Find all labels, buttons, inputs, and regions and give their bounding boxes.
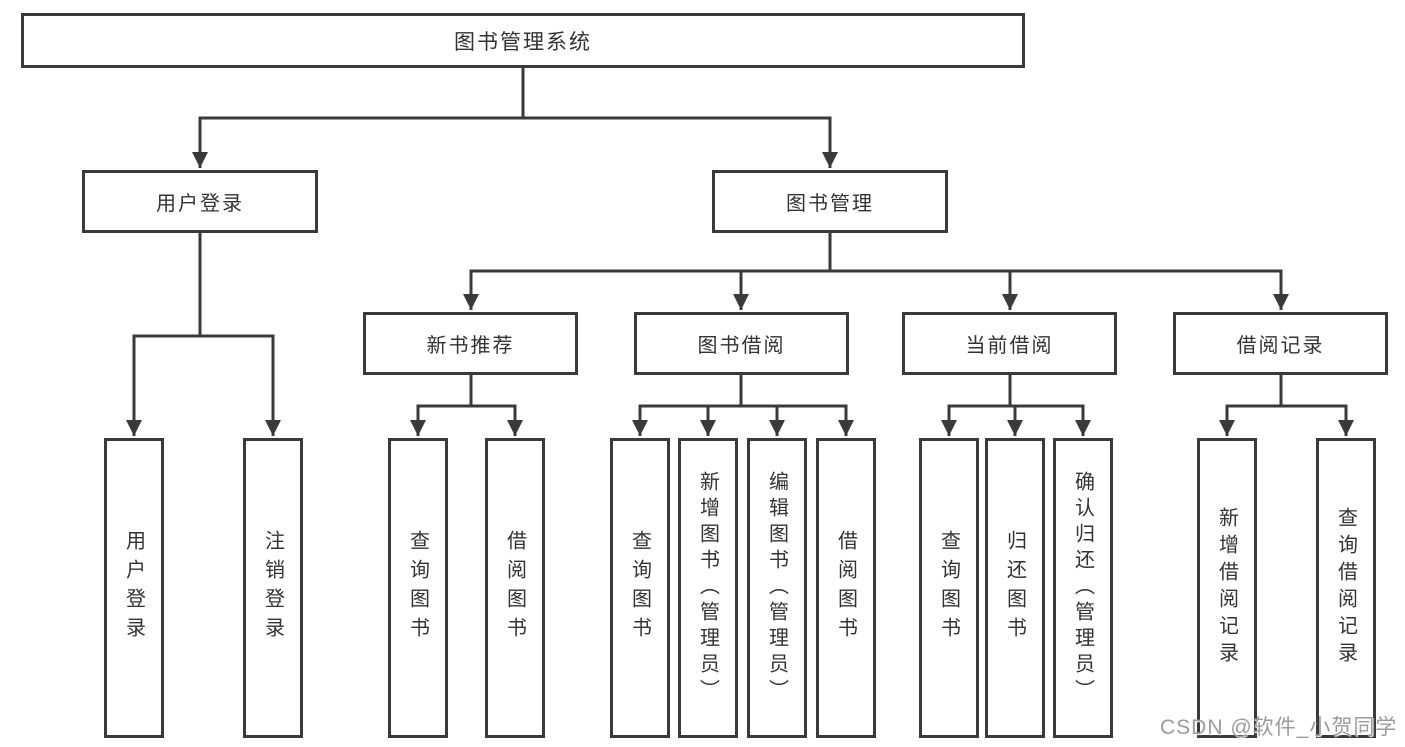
leaf-add-borrow-record: 新增借阅记录 [1197,438,1257,738]
leaf-query-borrow-record: 查询借阅记录 [1316,438,1376,738]
leaf-query-books-current: 查询图书 [919,438,979,738]
leaf-user-login: 用户登录 [104,438,164,738]
node-new-book-recommend: 新书推荐 [363,312,578,375]
node-book-borrow: 图书借阅 [634,312,849,375]
leaf-add-books-admin: 新增图书（管理员） [678,438,738,738]
leaf-edit-books-admin: 编辑图书（管理员） [747,438,807,738]
leaf-logout: 注销登录 [243,438,303,738]
node-current-borrow: 当前借阅 [902,312,1117,375]
leaf-query-books-recommend: 查询图书 [388,438,448,738]
csdn-watermark: CSDN @软件_小贺同学 [1160,716,1398,739]
node-borrow-records: 借阅记录 [1173,312,1388,375]
node-user-login: 用户登录 [82,170,318,233]
leaf-confirm-return-admin: 确认归还（管理员） [1053,438,1113,738]
leaf-borrow-books: 借阅图书 [816,438,876,738]
node-book-management: 图书管理 [712,170,948,233]
leaf-borrow-books-recommend: 借阅图书 [485,438,545,738]
node-library-management-system: 图书管理系统 [21,13,1025,68]
leaf-return-books: 归还图书 [985,438,1045,738]
leaf-query-books-borrow: 查询图书 [610,438,670,738]
